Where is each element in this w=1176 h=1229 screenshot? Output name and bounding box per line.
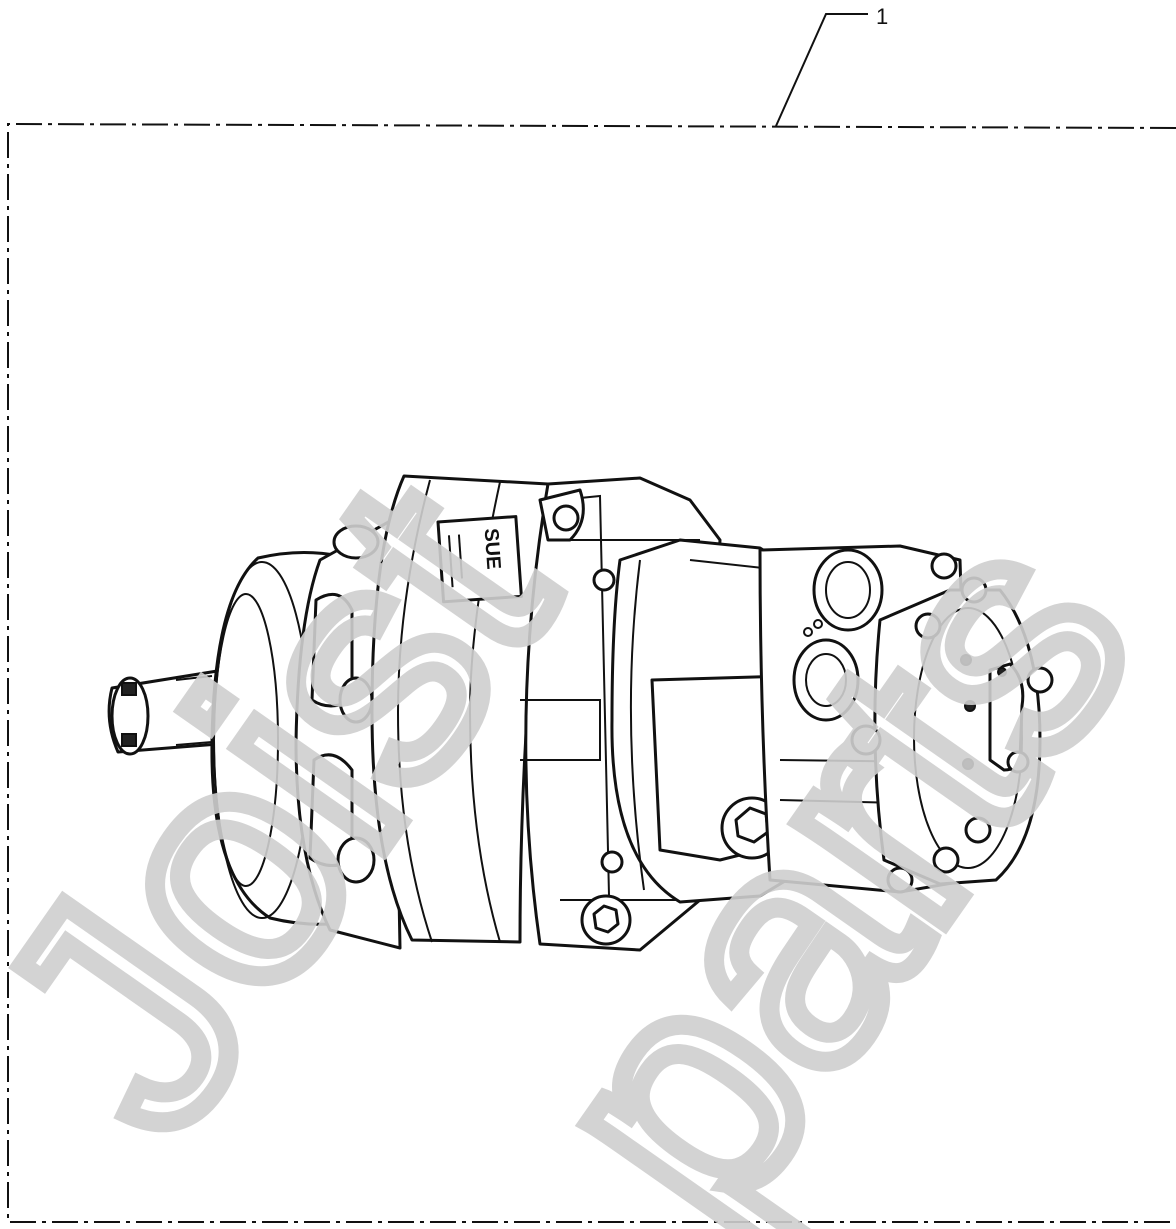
name-plate-text: SUE (480, 528, 505, 571)
hydraulic-motor[interactable]: SUE (107, 474, 1054, 952)
output-shaft (107, 666, 246, 756)
end-cover (873, 588, 1042, 886)
callout-label-1[interactable]: 1 (876, 4, 888, 29)
cover-bolts (850, 552, 1054, 894)
name-plate: SUE (436, 515, 523, 604)
callout-leader (775, 13, 868, 127)
drain-port-bolt (580, 894, 632, 946)
